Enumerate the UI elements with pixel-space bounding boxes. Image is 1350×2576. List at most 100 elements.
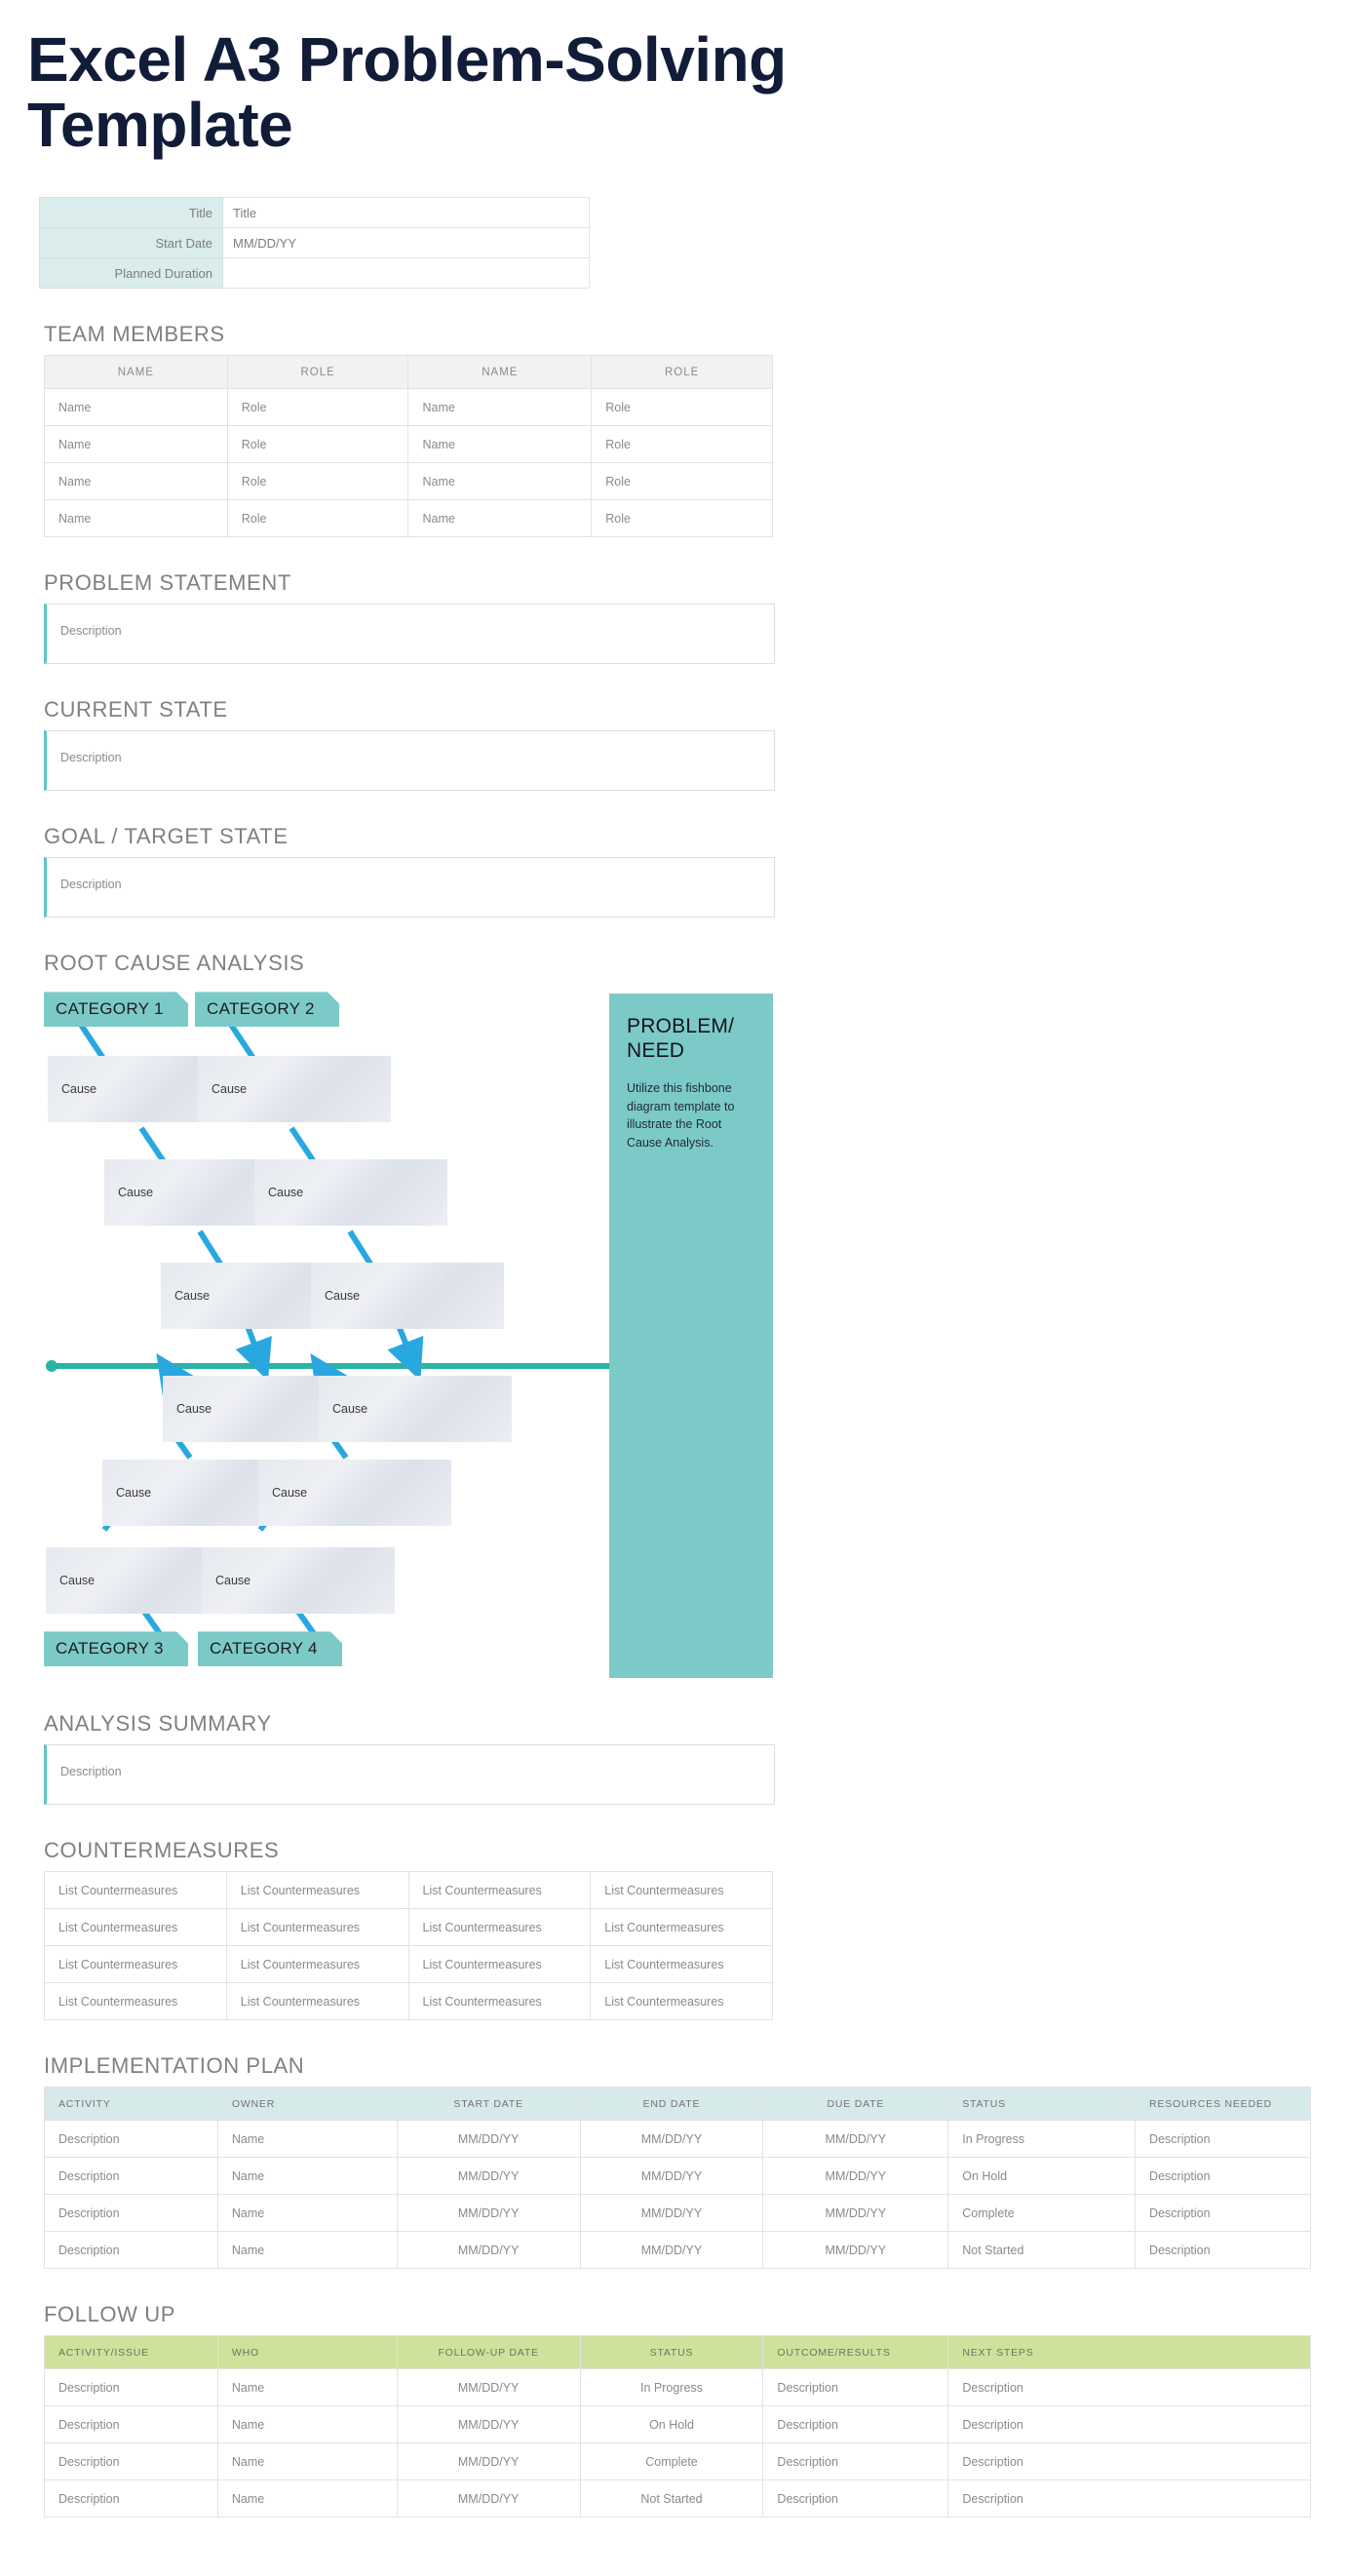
fup-date[interactable]: MM/DD/YY (396, 2368, 581, 2407)
goal-target-state-input[interactable]: Description (44, 857, 775, 918)
countermeasure-cell[interactable]: List Countermeasures (590, 1945, 773, 1984)
analysis-summary-input[interactable]: Description (44, 1744, 775, 1806)
team-cell[interactable]: Role (591, 499, 773, 538)
fup-outcome[interactable]: Description (762, 2479, 949, 2518)
current-state-input[interactable]: Description (44, 730, 775, 792)
impl-start-date[interactable]: MM/DD/YY (396, 2120, 581, 2159)
impl-activity[interactable]: Description (44, 2157, 218, 2196)
status-badge[interactable]: On Hold (579, 2405, 764, 2444)
team-cell[interactable]: Role (591, 462, 773, 501)
impl-owner[interactable]: Name (216, 2194, 398, 2233)
impl-start-date[interactable]: MM/DD/YY (396, 2194, 581, 2233)
countermeasure-cell[interactable]: List Countermeasures (225, 1982, 409, 2021)
info-value-title[interactable]: Title (222, 197, 590, 229)
fup-outcome[interactable]: Description (762, 2442, 949, 2481)
category-2-label[interactable]: CATEGORY 2 (195, 992, 339, 1027)
fup-date[interactable]: MM/DD/YY (396, 2479, 581, 2518)
countermeasure-cell[interactable]: List Countermeasures (407, 1871, 592, 1910)
cause-box[interactable]: Cause (258, 1460, 451, 1527)
impl-owner[interactable]: Name (216, 2231, 398, 2270)
team-cell[interactable]: Name (44, 388, 228, 427)
impl-resources[interactable]: Description (1135, 2157, 1311, 2196)
category-3-label[interactable]: CATEGORY 3 (44, 1631, 188, 1666)
status-badge[interactable]: In Progress (579, 2368, 764, 2407)
team-cell[interactable]: Role (226, 388, 409, 427)
cause-box[interactable]: Cause (311, 1263, 504, 1330)
countermeasure-cell[interactable]: List Countermeasures (44, 1982, 227, 2021)
problem-statement-input[interactable]: Description (44, 604, 775, 665)
status-badge[interactable]: On Hold (947, 2157, 1137, 2196)
status-badge[interactable]: Not Started (947, 2231, 1137, 2270)
fup-who[interactable]: Name (216, 2405, 398, 2444)
impl-start-date[interactable]: MM/DD/YY (396, 2157, 581, 2196)
team-cell[interactable]: Name (407, 462, 593, 501)
impl-owner[interactable]: Name (216, 2120, 398, 2159)
impl-due-date[interactable]: MM/DD/YY (762, 2194, 949, 2233)
impl-resources[interactable]: Description (1135, 2231, 1311, 2270)
cause-box[interactable]: Cause (319, 1376, 512, 1443)
fup-date[interactable]: MM/DD/YY (396, 2442, 581, 2481)
fup-activity[interactable]: Description (44, 2442, 218, 2481)
countermeasure-cell[interactable]: List Countermeasures (407, 1982, 592, 2021)
status-badge[interactable]: Complete (579, 2442, 764, 2481)
fup-outcome[interactable]: Description (762, 2368, 949, 2407)
countermeasure-cell[interactable]: List Countermeasures (225, 1945, 409, 1984)
impl-resources[interactable]: Description (1135, 2194, 1311, 2233)
countermeasure-cell[interactable]: List Countermeasures (590, 1871, 773, 1910)
impl-activity[interactable]: Description (44, 2194, 218, 2233)
impl-end-date[interactable]: MM/DD/YY (579, 2231, 764, 2270)
status-badge[interactable]: Complete (947, 2194, 1137, 2233)
countermeasure-cell[interactable]: List Countermeasures (225, 1908, 409, 1947)
status-badge[interactable]: In Progress (947, 2120, 1137, 2159)
fup-who[interactable]: Name (216, 2479, 398, 2518)
fup-next-steps[interactable]: Description (947, 2442, 1311, 2481)
impl-due-date[interactable]: MM/DD/YY (762, 2157, 949, 2196)
team-cell[interactable]: Role (226, 462, 409, 501)
impl-due-date[interactable]: MM/DD/YY (762, 2120, 949, 2159)
fup-activity[interactable]: Description (44, 2368, 218, 2407)
team-cell[interactable]: Name (44, 425, 228, 464)
status-badge[interactable]: Not Started (579, 2479, 764, 2518)
team-cell[interactable]: Role (226, 425, 409, 464)
countermeasure-cell[interactable]: List Countermeasures (44, 1945, 227, 1984)
team-cell[interactable]: Name (407, 388, 593, 427)
impl-end-date[interactable]: MM/DD/YY (579, 2157, 764, 2196)
impl-due-date[interactable]: MM/DD/YY (762, 2231, 949, 2270)
team-cell[interactable]: Role (226, 499, 409, 538)
team-cell[interactable]: Name (44, 462, 228, 501)
team-cell[interactable]: Name (407, 425, 593, 464)
info-value-planned-duration[interactable] (222, 257, 590, 290)
team-cell[interactable]: Name (407, 499, 593, 538)
fup-who[interactable]: Name (216, 2442, 398, 2481)
impl-end-date[interactable]: MM/DD/YY (579, 2120, 764, 2159)
impl-owner[interactable]: Name (216, 2157, 398, 2196)
impl-resources[interactable]: Description (1135, 2120, 1311, 2159)
countermeasure-cell[interactable]: List Countermeasures (44, 1871, 227, 1910)
fup-who[interactable]: Name (216, 2368, 398, 2407)
fup-activity[interactable]: Description (44, 2405, 218, 2444)
fup-activity[interactable]: Description (44, 2479, 218, 2518)
fup-next-steps[interactable]: Description (947, 2479, 1311, 2518)
team-cell[interactable]: Name (44, 499, 228, 538)
cause-box[interactable]: Cause (254, 1159, 447, 1227)
countermeasure-cell[interactable]: List Countermeasures (590, 1982, 773, 2021)
cause-box[interactable]: Cause (202, 1547, 395, 1615)
countermeasure-cell[interactable]: List Countermeasures (407, 1945, 592, 1984)
impl-start-date[interactable]: MM/DD/YY (396, 2231, 581, 2270)
fup-outcome[interactable]: Description (762, 2405, 949, 2444)
impl-end-date[interactable]: MM/DD/YY (579, 2194, 764, 2233)
fup-date[interactable]: MM/DD/YY (396, 2405, 581, 2444)
team-cell[interactable]: Role (591, 425, 773, 464)
team-cell[interactable]: Role (591, 388, 773, 427)
fup-next-steps[interactable]: Description (947, 2405, 1311, 2444)
category-4-label[interactable]: CATEGORY 4 (198, 1631, 342, 1666)
impl-activity[interactable]: Description (44, 2231, 218, 2270)
countermeasure-cell[interactable]: List Countermeasures (590, 1908, 773, 1947)
info-value-start-date[interactable]: MM/DD/YY (222, 227, 590, 259)
cause-box[interactable]: Cause (198, 1056, 391, 1123)
fup-next-steps[interactable]: Description (947, 2368, 1311, 2407)
countermeasure-cell[interactable]: List Countermeasures (407, 1908, 592, 1947)
countermeasure-cell[interactable]: List Countermeasures (44, 1908, 227, 1947)
countermeasure-cell[interactable]: List Countermeasures (225, 1871, 409, 1910)
category-1-label[interactable]: CATEGORY 1 (44, 992, 188, 1027)
